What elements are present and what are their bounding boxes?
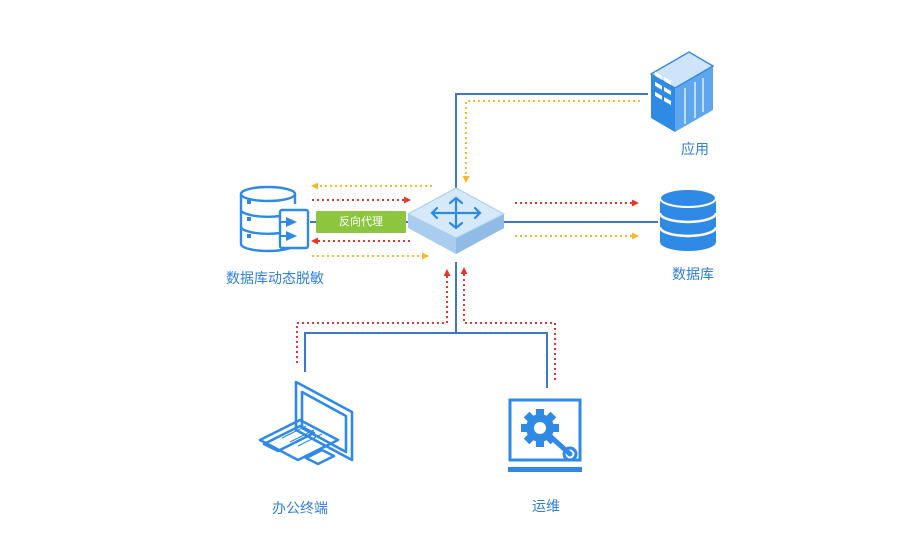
response-flows — [311, 100, 640, 260]
network-switch-icon — [406, 187, 506, 254]
database-cylinder-icon — [658, 188, 718, 251]
link-office — [304, 332, 456, 372]
desktop-computer-icon — [258, 380, 354, 466]
database-label: 数据库 — [672, 267, 714, 283]
flow-office-to-switch — [296, 269, 451, 363]
request-flows — [296, 196, 639, 380]
ops-label: 运维 — [532, 499, 560, 515]
reverse-proxy-label: 反向代理 — [316, 211, 406, 233]
link-ops — [456, 332, 548, 388]
masking-database-icon — [239, 185, 310, 253]
gear-wrench-monitor-icon — [508, 398, 582, 472]
masking-label: 数据库动态脱敏 — [226, 271, 324, 287]
office-label: 办公终端 — [272, 501, 328, 517]
flow-app-to-switch — [462, 100, 640, 183]
flow-ops-to-switch — [460, 267, 556, 380]
server-rack-icon — [649, 51, 715, 132]
app-label: 应用 — [681, 142, 709, 158]
link-app — [455, 93, 648, 188]
